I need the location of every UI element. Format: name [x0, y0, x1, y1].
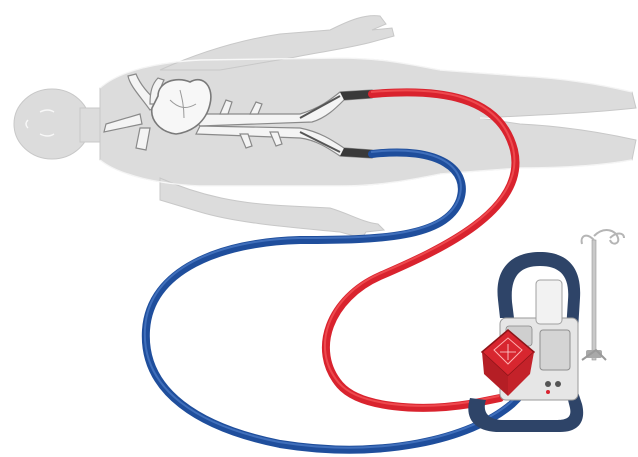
- ecmo-console-icon: [468, 252, 583, 432]
- iv-pole-icon: [582, 230, 624, 360]
- patient-arm-lower: [160, 178, 384, 238]
